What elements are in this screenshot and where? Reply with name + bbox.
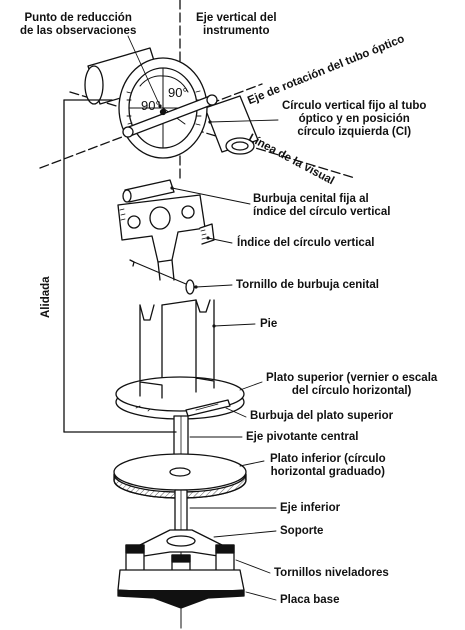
telescope-objective	[225, 137, 255, 155]
zenith-screw-rod	[133, 261, 187, 285]
zenith-screw-head	[185, 279, 195, 295]
degree-label-left: 90°	[141, 98, 161, 113]
leader-leveling-screws	[235, 559, 271, 574]
leader-base-plate	[245, 591, 277, 601]
label-vc-index: Índice del círculo vertical	[237, 237, 375, 249]
leader-zenith-screw	[195, 284, 233, 288]
label-alidade: Alidada	[40, 276, 52, 318]
label-foot: Pie	[260, 318, 278, 330]
label-lower-plate: Plato inferior (círculo horizontal gradu…	[270, 453, 386, 478]
label-reduction-point: Punto de reducción de las observaciones	[20, 12, 137, 37]
leader-support	[213, 530, 277, 538]
label-upper-plate: Plato superior (vernier o escala del cír…	[266, 372, 438, 397]
leader-vc-index	[207, 237, 233, 244]
label-vertical-circle: Círculo vertical fijo al tubo óptico y e…	[282, 100, 427, 138]
label-vertical-axis: Eje vertical del instrumento	[196, 12, 277, 37]
label-zenith-bubble: Burbuja cenital fija al índice del círcu…	[253, 193, 391, 218]
line-of-sight	[69, 91, 356, 179]
telescope-eyepiece	[84, 65, 104, 105]
label-pivot-axis: Eje pivotante central	[246, 431, 359, 443]
label-support: Soporte	[280, 525, 324, 537]
label-base-plate: Placa base	[280, 594, 340, 606]
leader-zenith-bubble	[171, 187, 251, 205]
leader-vertical-circle	[209, 119, 279, 123]
leader-reduction-point	[127, 35, 161, 107]
leader-upper-plate-bubble	[225, 407, 247, 418]
degree-label-top: 90°	[168, 85, 188, 100]
leader-foot	[213, 323, 256, 327]
leader-upper-plate	[239, 381, 263, 391]
leader-lower-plate	[239, 460, 265, 467]
label-zenith-screw: Tornillo de burbuja cenital	[236, 279, 379, 291]
label-leveling-screws: Tornillos niveladores	[274, 567, 389, 579]
upper-plate-bubble	[185, 399, 231, 417]
telescope-objective-inner	[231, 141, 249, 151]
label-upper-plate-bubble: Burbuja del plato superior	[250, 410, 394, 422]
label-lower-axis: Eje inferior	[280, 502, 341, 514]
